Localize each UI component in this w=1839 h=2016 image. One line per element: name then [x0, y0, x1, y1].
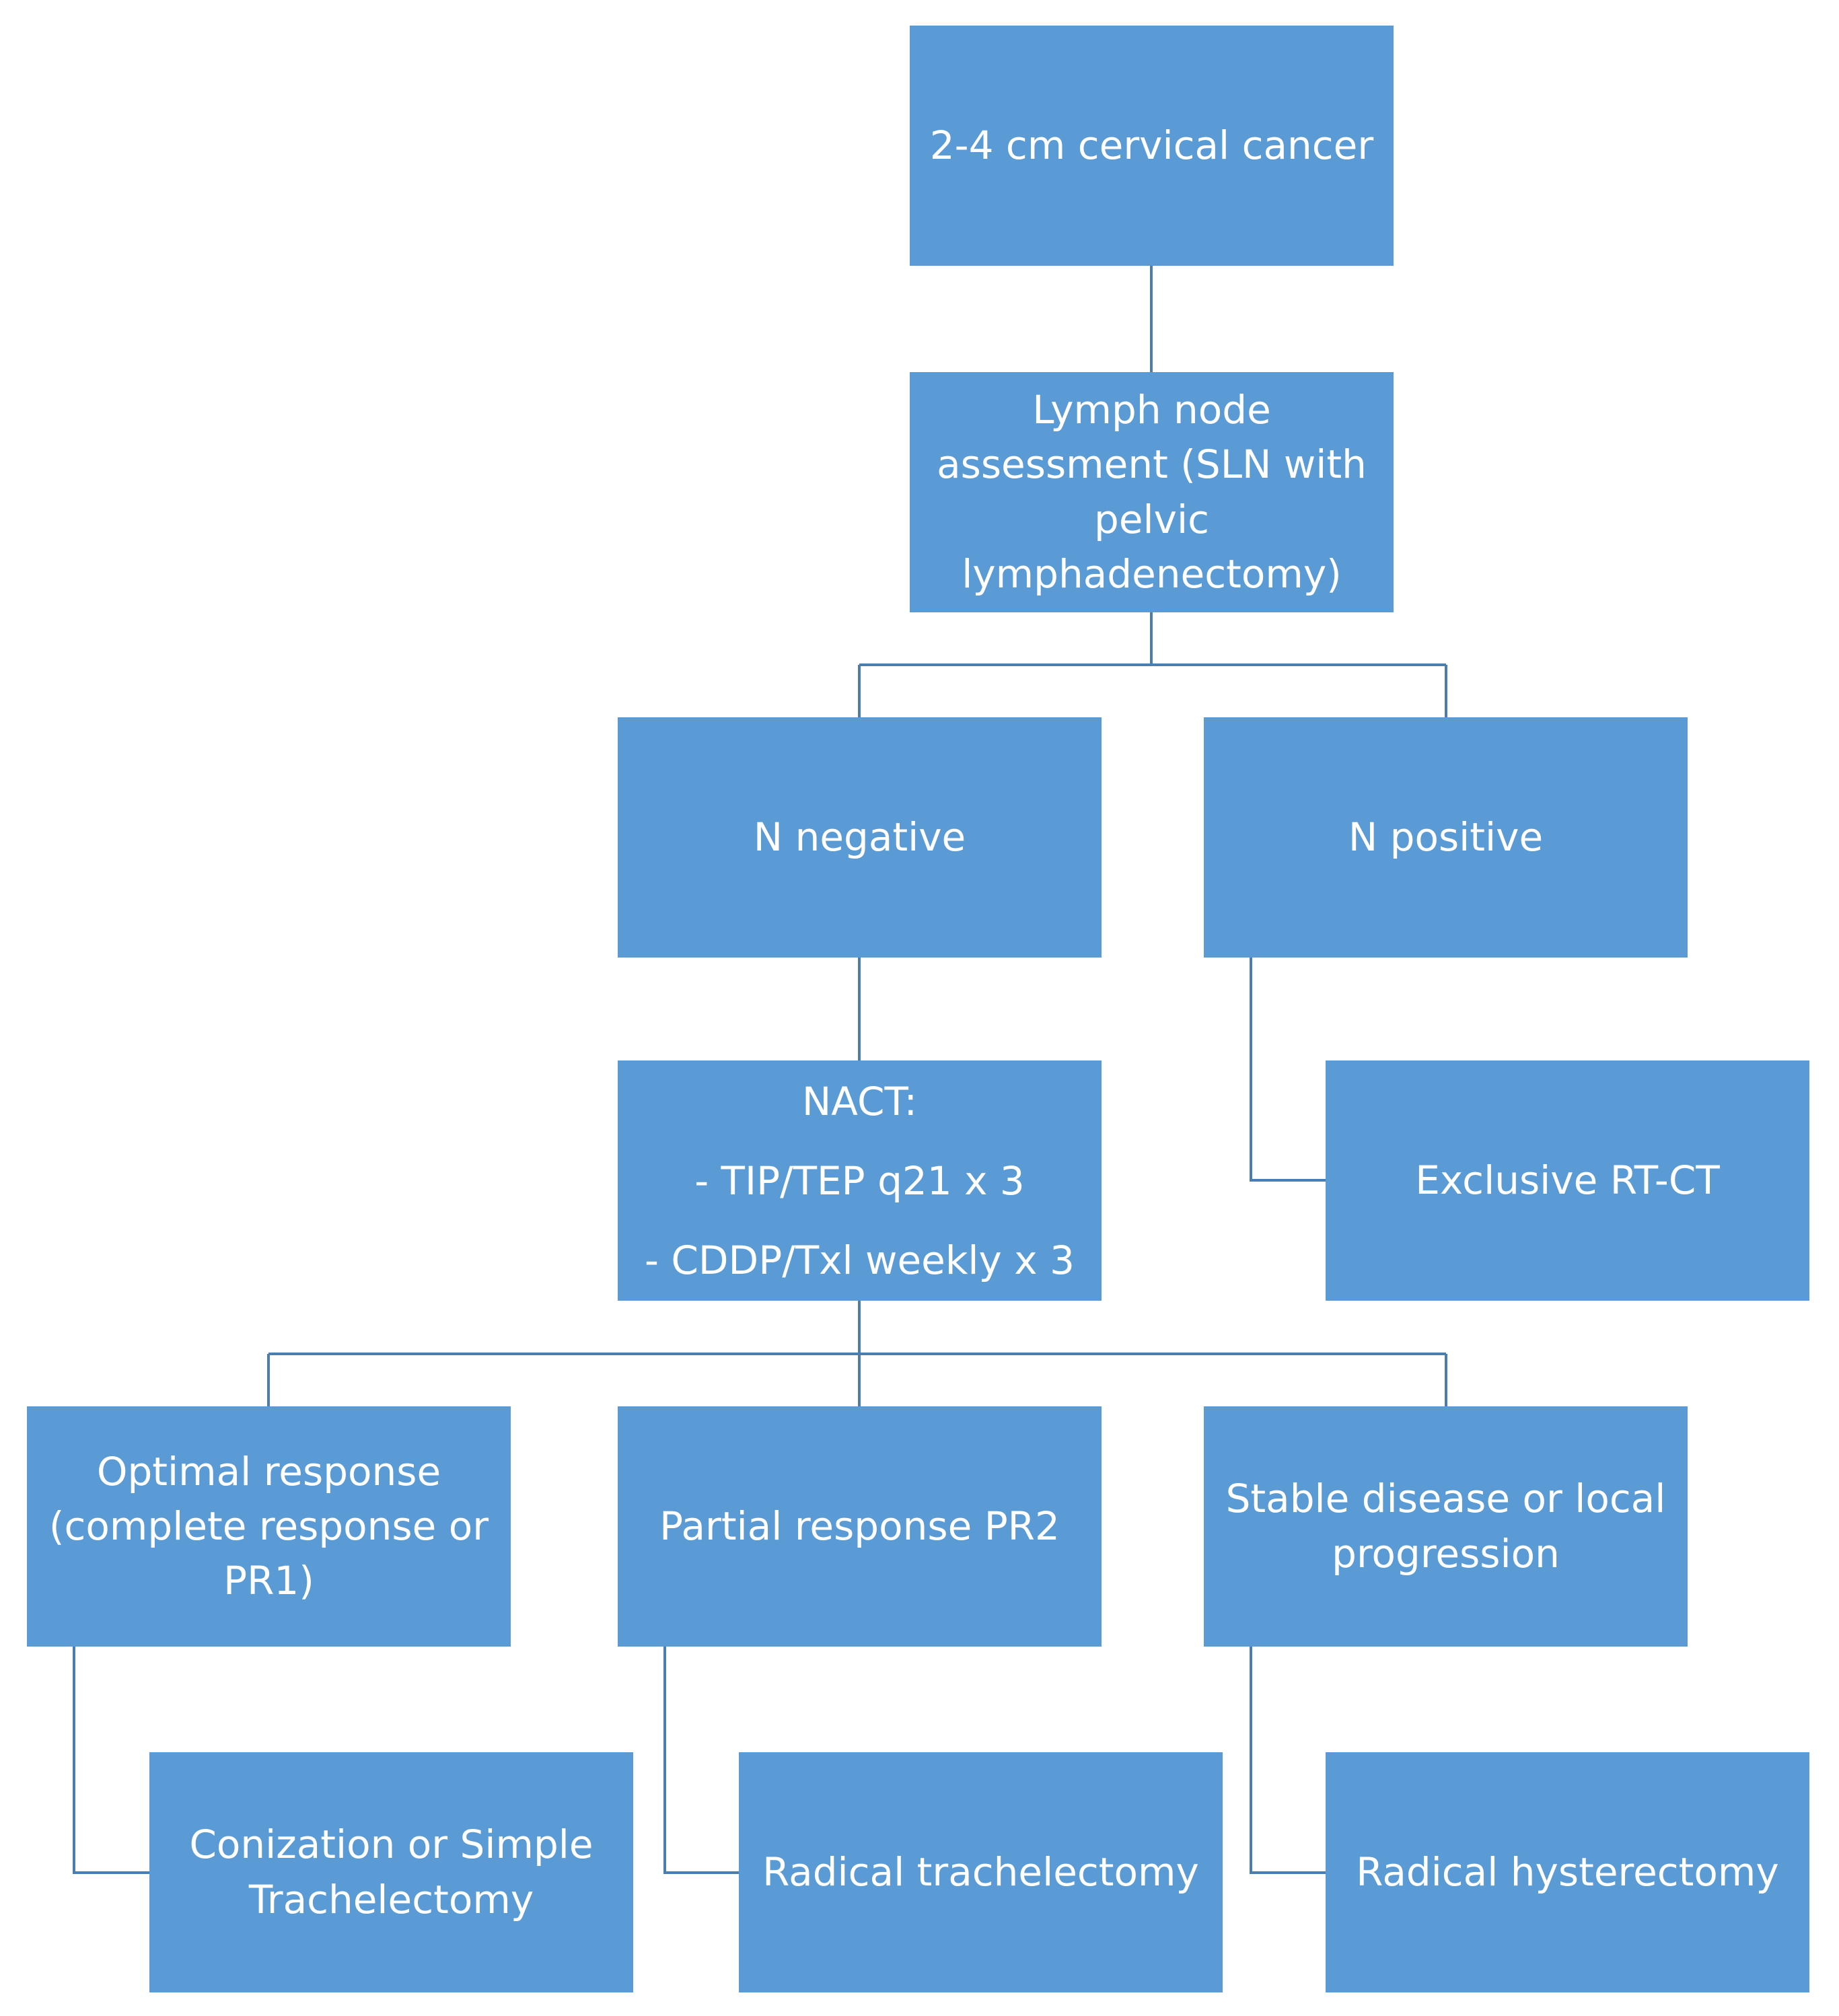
node-label-line: Lymph node: [1032, 387, 1271, 433]
node-label-line: (complete response or: [48, 1503, 489, 1549]
node-n-positive: N positive: [1204, 717, 1688, 958]
node-label: Partial response PR2: [659, 1503, 1060, 1549]
node-radical-hysterectomy: Radical hysterectomy: [1326, 1752, 1809, 1992]
node-label-line: - TIP/TEP q21 x 3: [694, 1157, 1025, 1204]
node-label-line: - CDDP/Txl weekly x 3: [645, 1237, 1075, 1283]
connector-lymph-to-n-split: [858, 612, 1447, 717]
node-radical-trachelectomy: Radical trachelectomy: [739, 1752, 1223, 1992]
node-label-line: assessment (SLN with: [937, 441, 1367, 488]
node-label-line: Optimal response: [96, 1448, 441, 1495]
node-label-line: Conization or Simple: [189, 1822, 593, 1868]
node-label-line: progression: [1332, 1530, 1560, 1577]
node-label: Exclusive RT-CT: [1415, 1157, 1720, 1203]
node-label-line: Trachelectomy: [248, 1876, 534, 1922]
node-label-line: NACT:: [801, 1078, 918, 1124]
connector-nact-to-responses: [267, 1301, 1447, 1406]
connector-stable-to-hyst: [1250, 1647, 1326, 1874]
node-stable-disease: Stable disease or local progression: [1204, 1406, 1688, 1647]
node-label: Radical trachelectomy: [762, 1848, 1199, 1895]
node-label: Radical hysterectomy: [1356, 1848, 1779, 1895]
node-label: N negative: [753, 814, 966, 860]
node-label: 2-4 cm cervical cancer: [929, 122, 1374, 168]
node-label-line: pelvic: [1094, 496, 1209, 542]
connector-partial-to-trach: [663, 1647, 739, 1874]
connector-optimal-to-conization: [73, 1647, 149, 1874]
connector-npos-to-rtct: [1250, 958, 1326, 1182]
node-lymph-node-assessment: Lymph node assessment (SLN with pelvic l…: [910, 372, 1394, 612]
node-conization-simple-trachelectomy: Conization or Simple Trachelectomy: [149, 1752, 633, 1992]
node-partial-response: Partial response PR2: [618, 1406, 1102, 1647]
node-exclusive-rt-ct: Exclusive RT-CT: [1326, 1060, 1809, 1301]
node-optimal-response: Optimal response (complete response or P…: [27, 1406, 511, 1647]
node-label-line: PR1): [223, 1558, 314, 1604]
node-label: N positive: [1348, 814, 1544, 860]
node-label-line: lymphadenectomy): [962, 550, 1342, 597]
node-n-negative: N negative: [618, 717, 1102, 958]
node-nact: NACT: - TIP/TEP q21 x 3 - CDDP/Txl weekl…: [618, 1060, 1102, 1301]
node-label-line: Stable disease or local: [1225, 1476, 1666, 1522]
node-start-cervical-cancer: 2-4 cm cervical cancer: [910, 26, 1394, 266]
